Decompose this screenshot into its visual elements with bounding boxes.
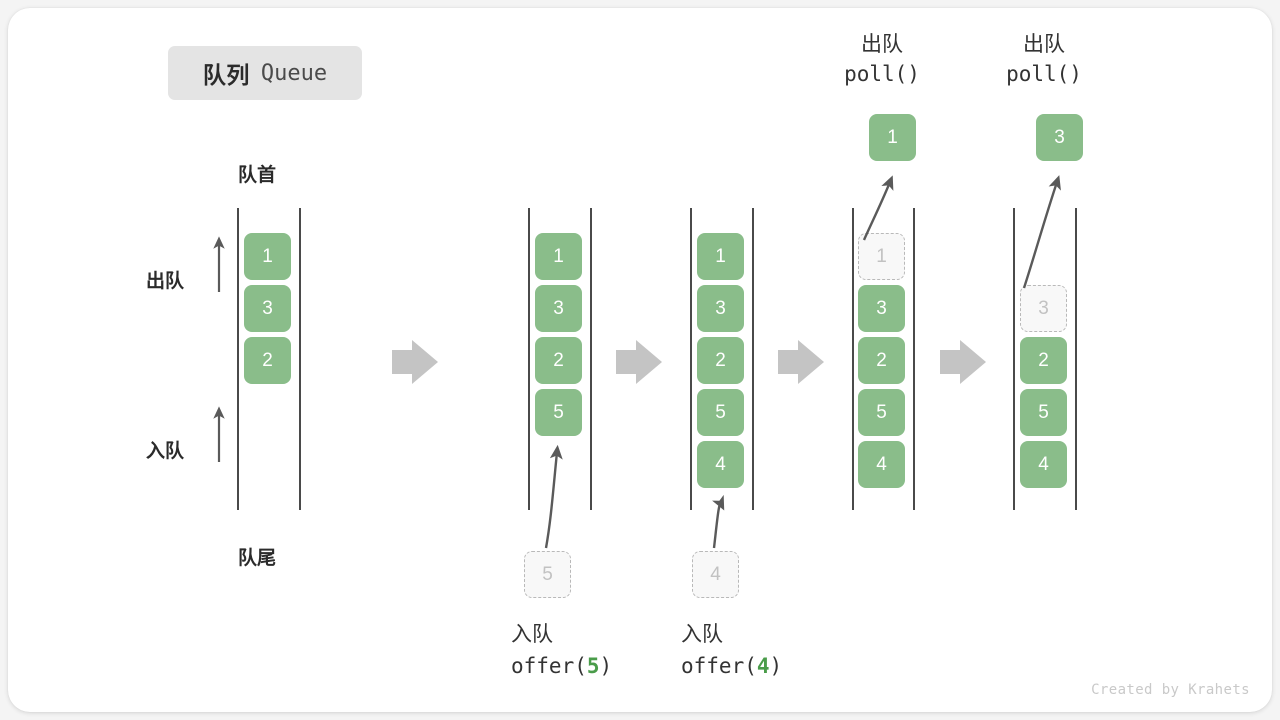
queue-head-label: 队首 xyxy=(238,165,277,186)
diagram-title-chip: 队列 Queue xyxy=(168,46,362,100)
queue-cell: 4 xyxy=(1020,441,1067,488)
column-header-code: poll() xyxy=(844,61,920,86)
queue-cell: 1 xyxy=(697,233,744,280)
code-prefix: offer( xyxy=(681,653,757,678)
queue-cell: 2 xyxy=(244,337,291,384)
rail-right-state-after-offer-4 xyxy=(752,208,754,510)
incoming-element-4: 4 xyxy=(692,551,739,598)
rail-left-state-initial xyxy=(237,208,239,510)
rail-left-state-after-offer-4 xyxy=(690,208,692,510)
code-arg: 5 xyxy=(586,653,600,678)
queue-cell: 5 xyxy=(697,389,744,436)
queue-cell: 5 xyxy=(858,389,905,436)
column-footer-code: offer(5) xyxy=(511,651,612,682)
queue-cell: 3 xyxy=(1020,285,1067,332)
queue-cell: 1 xyxy=(244,233,291,280)
title-cn: 队列 xyxy=(202,62,250,88)
diagram-card xyxy=(8,8,1272,712)
column-footer-cn: 入队 xyxy=(681,623,723,646)
column-header-code: poll() xyxy=(1006,61,1082,86)
column-header-state-after-poll-3: 出队 poll() xyxy=(976,30,1112,90)
code-arg: 4 xyxy=(756,653,770,678)
popped-element-3: 3 xyxy=(1036,114,1083,161)
code-suffix: ) xyxy=(769,653,783,678)
queue-cell: 5 xyxy=(1020,389,1067,436)
rail-left-state-after-offer-5 xyxy=(528,208,530,510)
queue-cell: 2 xyxy=(535,337,582,384)
popped-element-1: 1 xyxy=(869,114,916,161)
queue-cell: 3 xyxy=(697,285,744,332)
queue-cell: 4 xyxy=(697,441,744,488)
credit-text: Created by Krahets xyxy=(1091,682,1250,698)
column-footer-code: offer(4) xyxy=(681,651,782,682)
queue-cell: 2 xyxy=(697,337,744,384)
column-header-cn: 出队 xyxy=(1023,33,1065,56)
queue-cell: 3 xyxy=(535,285,582,332)
queue-cell: 2 xyxy=(858,337,905,384)
rail-right-state-after-poll-1 xyxy=(913,208,915,510)
column-header-state-after-poll-1: 出队 poll() xyxy=(814,30,950,90)
queue-cell: 3 xyxy=(244,285,291,332)
queue-tail-label: 队尾 xyxy=(238,548,277,569)
dequeue-direction-label: 出队 xyxy=(146,271,185,292)
queue-cell: 2 xyxy=(1020,337,1067,384)
rail-right-state-initial xyxy=(299,208,301,510)
incoming-element-5: 5 xyxy=(524,551,571,598)
rail-left-state-after-poll-3 xyxy=(1013,208,1015,510)
enqueue-direction-label: 入队 xyxy=(146,441,185,462)
column-footer-cn: 入队 xyxy=(511,623,553,646)
rail-left-state-after-poll-1 xyxy=(852,208,854,510)
queue-cell: 5 xyxy=(535,389,582,436)
queue-cell: 1 xyxy=(858,233,905,280)
rail-right-state-after-poll-3 xyxy=(1075,208,1077,510)
queue-cell: 1 xyxy=(535,233,582,280)
column-header-cn: 出队 xyxy=(861,33,903,56)
queue-cell: 4 xyxy=(858,441,905,488)
column-footer-state-after-offer-4: 入队 offer(4) xyxy=(681,620,782,681)
column-footer-state-after-offer-5: 入队 offer(5) xyxy=(511,620,612,681)
code-prefix: offer( xyxy=(511,653,587,678)
queue-cell: 3 xyxy=(858,285,905,332)
rail-right-state-after-offer-5 xyxy=(590,208,592,510)
code-suffix: ) xyxy=(599,653,613,678)
title-en: Queue xyxy=(260,60,328,86)
